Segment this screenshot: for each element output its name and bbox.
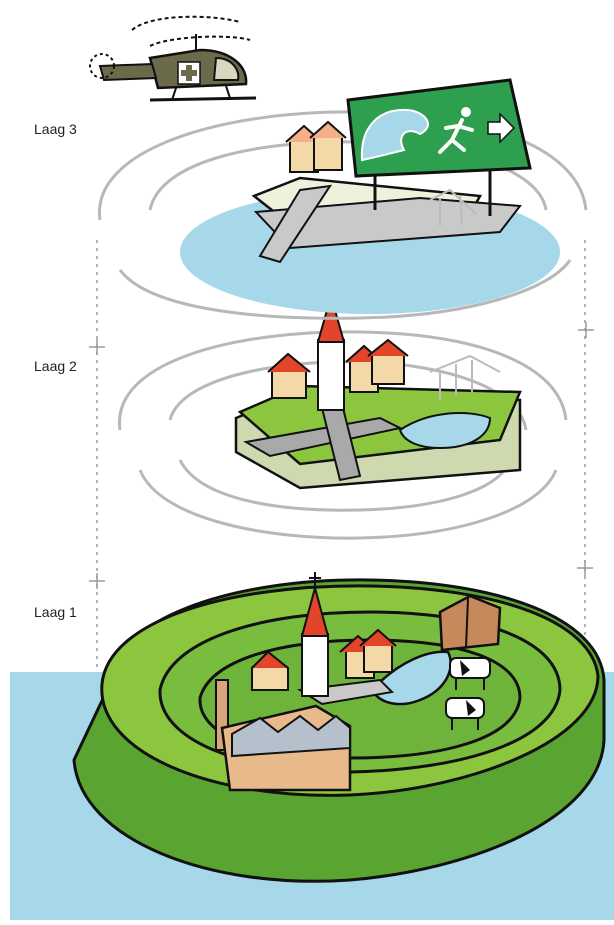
village-houses-layer3: [286, 122, 346, 172]
helicopter-icon: [90, 17, 256, 100]
layer-3-disaster-management: [99, 80, 586, 318]
layer-1-label: Laag 1: [34, 604, 77, 620]
layer-2-label: Laag 2: [34, 358, 77, 374]
layer-1-dike-ring: [10, 572, 614, 920]
layer-3-label: Laag 3: [34, 121, 77, 137]
cross-icon: [178, 62, 200, 84]
